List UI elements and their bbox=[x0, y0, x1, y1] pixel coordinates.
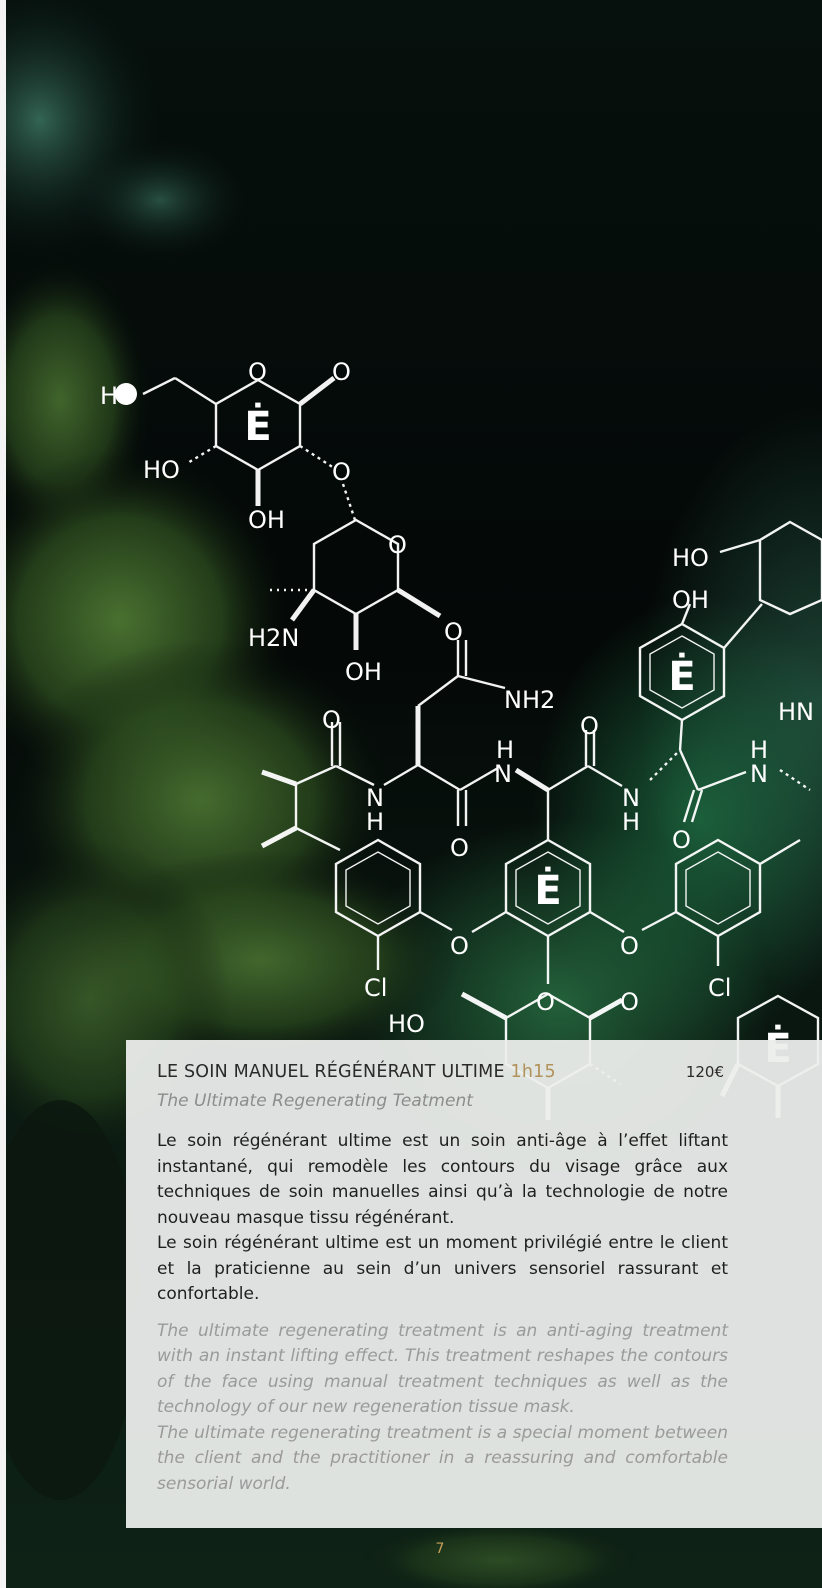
treatment-price: 120€ bbox=[685, 1063, 724, 1081]
molecule-labels: HO O O HO O OH O O H2N OH NH2 O O H N N … bbox=[100, 358, 814, 1038]
label-o-6: O bbox=[322, 706, 341, 734]
label-h2n-1: H2N bbox=[248, 624, 299, 652]
label-oh-1: OH bbox=[248, 506, 285, 534]
treatment-header: LE SOIN MANUEL RÉGÉNÉRANT ULTIME 1h15 12… bbox=[157, 1062, 728, 1082]
treatment-duration: 1h15 bbox=[510, 1062, 556, 1082]
molecule-diagram bbox=[142, 376, 822, 1120]
brand-logo-icon: Ė bbox=[534, 866, 561, 914]
label-oh-2: OH bbox=[345, 658, 382, 686]
label-ho-4: HO bbox=[388, 1010, 425, 1038]
label-o-13: O bbox=[620, 988, 639, 1016]
treatment-title: LE SOIN MANUEL RÉGÉNÉRANT ULTIME 1h15 bbox=[157, 1062, 556, 1082]
label-h-2: H bbox=[366, 808, 384, 836]
brand-logo-icon: Ė bbox=[244, 402, 271, 450]
paragraph-en-1: The ultimate regenerating treatment is a… bbox=[157, 1320, 728, 1418]
label-o-1: O bbox=[248, 358, 267, 386]
label-oh-3: OH bbox=[672, 586, 709, 614]
description-english: The ultimate regenerating treatment is a… bbox=[157, 1319, 728, 1498]
label-o-11: O bbox=[620, 932, 639, 960]
treatment-subtitle: The Ultimate Regenerating Teatment bbox=[157, 1091, 473, 1111]
label-o-2: O bbox=[332, 358, 351, 386]
label-cl-2: Cl bbox=[708, 974, 731, 1002]
label-ho-2: HO bbox=[143, 456, 180, 484]
paragraph-fr-1: Le soin régénérant ultime est un soin an… bbox=[157, 1131, 728, 1228]
label-ho-3: HO bbox=[672, 544, 709, 572]
treatment-card: LE SOIN MANUEL RÉGÉNÉRANT ULTIME 1h15 12… bbox=[126, 1040, 822, 1528]
label-cl-1: Cl bbox=[364, 974, 387, 1002]
paragraph-en-2: The ultimate regenerating treatment is a… bbox=[157, 1422, 728, 1494]
brand-logo-icon: Ė bbox=[668, 652, 695, 700]
label-o-10: O bbox=[450, 932, 469, 960]
label-o-3: O bbox=[332, 458, 351, 486]
label-n-1: N bbox=[494, 760, 512, 788]
moss-foliage bbox=[0, 0, 640, 1588]
label-ho-1: HO bbox=[100, 382, 137, 410]
label-h-1: H bbox=[496, 736, 514, 764]
label-o-9: O bbox=[672, 826, 691, 854]
paragraph-fr-2: Le soin régénérant ultime est un moment … bbox=[157, 1233, 728, 1304]
label-n-2: N bbox=[366, 784, 384, 812]
label-o-4: O bbox=[388, 531, 407, 559]
label-n-3: N bbox=[622, 784, 640, 812]
label-h-4: H bbox=[750, 736, 768, 764]
label-hn: HN bbox=[778, 698, 814, 726]
description-french: Le soin régénérant ultime est un soin an… bbox=[157, 1129, 728, 1308]
label-n-4: N bbox=[750, 760, 768, 788]
label-o-5: O bbox=[444, 618, 463, 646]
label-o-12: O bbox=[536, 988, 555, 1016]
label-o-7: O bbox=[580, 712, 599, 740]
water-droplet-marker bbox=[115, 383, 137, 405]
label-h-3: H bbox=[622, 808, 640, 836]
treatment-name: LE SOIN MANUEL RÉGÉNÉRANT ULTIME bbox=[157, 1062, 505, 1082]
label-nh2: NH2 bbox=[504, 686, 555, 714]
page-number: 7 bbox=[435, 1541, 445, 1557]
label-o-8: O bbox=[450, 834, 469, 862]
page-edge bbox=[0, 0, 6, 1588]
